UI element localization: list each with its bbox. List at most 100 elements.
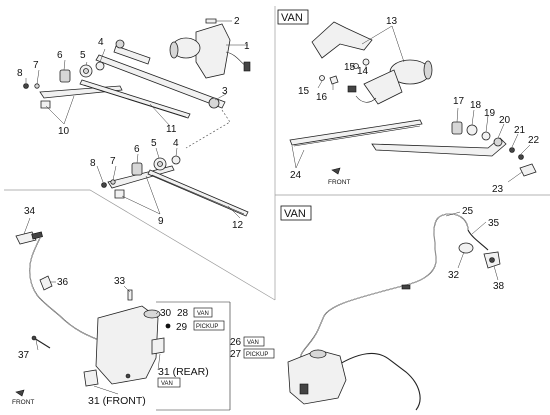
callout-16: 16 [316, 92, 328, 103]
callout-25: 25 [462, 206, 474, 217]
callout-26: 26 [230, 337, 242, 348]
wiper-motor-bracket [195, 23, 231, 79]
leader-lines-top-right [291, 25, 531, 183]
callout-38: 38 [493, 281, 505, 292]
callout-33: 33 [114, 276, 126, 287]
callouts-bottom-right: 25 35 32 38 [448, 206, 505, 292]
callout-13: 13 [386, 16, 398, 27]
tag-van-28-text: VAN [197, 311, 209, 317]
dashed-link-3 [185, 109, 231, 149]
callout-15a: 15 [344, 62, 356, 73]
tag-van-26 [243, 336, 265, 347]
tag-pickup-29 [193, 320, 225, 331]
tag-van-28 [193, 307, 213, 318]
callout-6: 6 [57, 50, 63, 61]
linkage-bracket [113, 45, 151, 65]
van-label-top: VAN [281, 12, 303, 24]
bolt-16 [329, 75, 339, 85]
washer-hose-left [29, 237, 105, 343]
rear-motor-wire [355, 95, 377, 103]
callout-12: 12 [232, 220, 244, 231]
hose-connector [401, 284, 411, 290]
arm-cover-23 [519, 163, 537, 177]
callouts-top-left: 2 1 4 5 6 7 8 3 10 11 6 5 4 8 7 9 12 [17, 16, 250, 231]
callout-20: 20 [499, 115, 511, 126]
callout-29: 29 [176, 322, 188, 333]
front-arrow-icon [331, 167, 341, 175]
wiper-blade-lower [147, 169, 249, 217]
callout-8b: 8 [90, 158, 96, 169]
divider-diagonal-left [4, 189, 276, 301]
screw-37 [33, 337, 51, 349]
nozzle-34 [15, 231, 37, 245]
references-box: VAN PICKUP VAN PICKUP VAN [156, 301, 275, 411]
front-arrow-icon-2 [15, 389, 25, 397]
callout-6b: 6 [134, 144, 140, 155]
callout-37: 37 [18, 350, 30, 361]
grommet-32 [458, 242, 474, 254]
callout-4: 4 [98, 37, 104, 48]
washer-19 [481, 131, 491, 141]
motor-wire [225, 51, 247, 67]
callout-14: 14 [357, 66, 369, 77]
cap-17 [451, 121, 463, 135]
van-label-box-top [277, 9, 309, 25]
callout-5b: 5 [151, 138, 157, 149]
callout-22: 22 [528, 135, 540, 146]
leader-lines-bottom-left [23, 217, 161, 395]
callout-24: 24 [290, 170, 302, 181]
callout-7: 7 [33, 60, 39, 71]
arm-cap-6-upper [59, 69, 71, 83]
tag-van-26-text: VAN [247, 340, 259, 346]
callout-17: 17 [453, 96, 465, 107]
callout-36: 36 [57, 277, 69, 288]
arm-cover-10 [40, 100, 51, 109]
van-label-bottom: VAN [284, 208, 306, 220]
nut-18 [466, 124, 478, 136]
callout-31-rear: 31 (REAR) [158, 366, 209, 378]
screw-14 [362, 58, 370, 66]
tag-van-31-text: VAN [161, 381, 173, 387]
wiper-motor-cap [169, 41, 179, 59]
pump-front [83, 369, 99, 387]
nut-8-lower [101, 182, 107, 188]
callout-34: 34 [24, 206, 36, 217]
van-rear-wiper-section: VAN FRONT [277, 9, 537, 186]
callout-5: 5 [80, 50, 86, 61]
callout-15b: 15 [298, 86, 310, 97]
callout-10: 10 [58, 126, 70, 137]
rear-wiper-blade [289, 119, 423, 146]
washer-hose-lower [329, 352, 421, 411]
reservoir-cap [143, 309, 161, 319]
callout-1: 1 [244, 41, 250, 52]
front-label-top: FRONT [328, 179, 350, 186]
washer-4-lower [171, 155, 181, 165]
van-pump [299, 383, 309, 395]
motor-connector [243, 61, 251, 72]
screw-33 [127, 289, 133, 301]
tag-pickup-29-text: PICKUP [196, 324, 218, 330]
van-label-box-bottom [280, 205, 312, 221]
callout-32: 32 [448, 270, 460, 281]
leader-lines-top-left [25, 44, 248, 219]
callout-27: 27 [230, 349, 242, 360]
tag-pickup-27 [243, 348, 275, 359]
pump-rear [151, 337, 165, 355]
washer-4-upper [95, 61, 105, 71]
callout-21: 21 [514, 125, 526, 136]
washer-15a [353, 63, 359, 69]
callouts-top-right: 13 15 14 15 16 17 18 19 20 21 22 24 23 [290, 16, 540, 195]
linkage-pivot-right [208, 97, 220, 109]
leader-lines-bottom-right [445, 211, 499, 281]
front-wiper-assembly [23, 18, 251, 217]
callout-2: 2 [234, 16, 240, 27]
tag-van-31 [157, 377, 181, 388]
rear-motor-bracket [311, 21, 373, 59]
nut-8-upper [23, 83, 29, 89]
screw-2 [205, 18, 217, 24]
callout-30: 30 [160, 308, 172, 319]
callout-18: 18 [470, 100, 482, 111]
callout-7b: 7 [110, 156, 116, 167]
washer-21 [509, 147, 515, 153]
